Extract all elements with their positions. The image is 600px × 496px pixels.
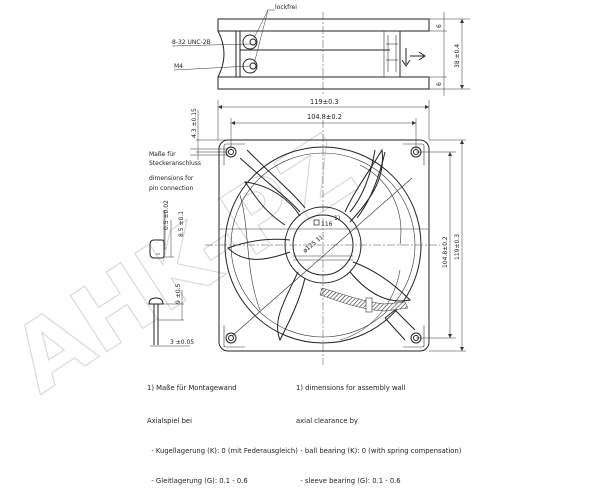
fan-drawing: AHK-PZ lockfrei xyxy=(0,4,470,410)
note-en-item-2: - sleeve bearing (G): 0.1 - 0.6 xyxy=(296,477,401,485)
label-thread-unc: 8-32 UNC-2B xyxy=(172,39,211,46)
pin-label-de-1: Maße für xyxy=(149,151,176,158)
note-de-heading: Axialspiel bei xyxy=(147,417,192,425)
note-de-item-2: - Gleitlagerung (G): 0.1 - 0.6 xyxy=(147,477,248,485)
dim-flange-top: 6 xyxy=(436,24,443,28)
mount-hole-tl-icon xyxy=(225,146,237,158)
pin-label-en-2: pin connection xyxy=(149,185,193,192)
pin-detail: Maße für Steckeranschluss dimensions for… xyxy=(148,151,201,347)
pin-label-de-2: Steckeranschluss xyxy=(149,160,201,167)
dim-flange-bottom: 6 xyxy=(436,82,443,86)
dim-depth: 38 ±0.4 xyxy=(454,44,461,68)
cable-icon xyxy=(319,287,409,312)
notes-german: 1) Maße für Montagewand Axialspiel bei -… xyxy=(147,363,298,496)
note-en-footnote: 1) dimensions for assembly wall xyxy=(296,384,406,392)
front-view: 119±0.3 104.8±0.2 4.3 ±0.15 xyxy=(190,98,466,365)
cable-clip-icon xyxy=(365,297,373,313)
label-thread-m4: M4 xyxy=(174,63,183,70)
note-en-heading: axial clearance by xyxy=(296,417,358,425)
dim-pin-thickness: 0.5 ±0.02 xyxy=(163,200,170,230)
dim-hole-offset: 4.3 ±0.15 xyxy=(191,108,198,138)
dim-height-outer: 119±0.3 xyxy=(454,234,461,260)
square-symbol-icon xyxy=(313,219,320,226)
label-lockfrei: lockfrei xyxy=(275,4,297,11)
label-square: 116 xyxy=(321,221,333,228)
note-en-item-1: - ball bearing (K): 0 (with spring compe… xyxy=(296,447,462,455)
pin-label-en-1: dimensions for xyxy=(149,175,194,182)
dim-pin-spacing: 3 ±0.05 xyxy=(170,339,194,346)
mount-hole-bl-icon xyxy=(225,332,237,344)
note-de-footnote: 1) Maße für Montagewand xyxy=(147,384,237,392)
dim-pin-width: 8.5 ±0.1 xyxy=(178,211,185,237)
dim-height-holes: 104.8±0.2 xyxy=(442,236,449,268)
side-view: lockfrei 8-32 UNC-2B M4 6 6 38 ±0.4 xyxy=(171,4,470,96)
note-de-item-1: - Kugellagerung (K): 0 (mit Federausglei… xyxy=(147,447,298,455)
dim-width-holes: 104.8±0.2 xyxy=(307,113,342,121)
notes-english: 1) dimensions for assembly wall axial cl… xyxy=(296,363,461,496)
dim-width-outer: 119±0.3 xyxy=(310,98,339,106)
label-square-note: 1) xyxy=(334,215,340,222)
bolt-hole-top-icon xyxy=(242,34,258,50)
dim-pin-length: 9 ±0.5 xyxy=(175,284,182,304)
